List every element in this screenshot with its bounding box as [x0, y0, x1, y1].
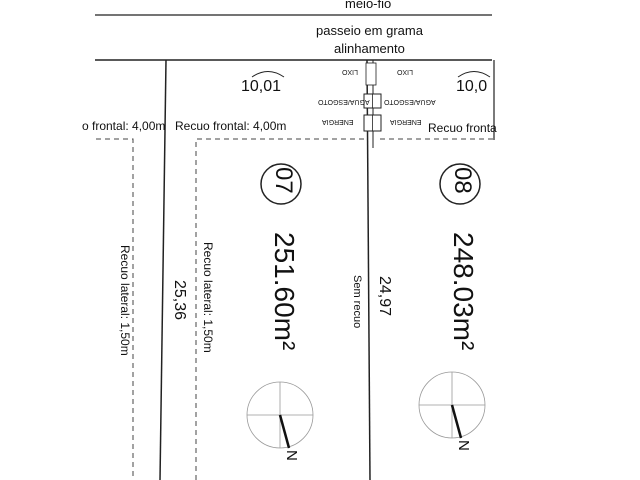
lot-08-frontage: 10,0: [456, 78, 488, 95]
left-lot-front-setback: o frontal: 4,00m: [82, 119, 166, 133]
lot-boundary-left: [159, 59, 167, 480]
lot-07-front-setback: Recuo frontal: 4,00m: [175, 119, 287, 133]
lot-07-frontage: 10,01: [241, 78, 282, 95]
north-arrow-07: [246, 381, 314, 449]
left-lot-side-setback: Recuo lateral: 1,50m: [118, 245, 132, 356]
energy-label-right: ENERGIA: [390, 118, 422, 125]
lot-07-depth-right: 24,97: [376, 276, 393, 317]
lot-07-area: 251.60m²: [269, 232, 300, 351]
lot-08-area: 248.03m²: [448, 232, 479, 351]
trash-label-left: LIXO: [342, 68, 358, 75]
lot-07-circle: [260, 163, 302, 205]
energy-label-left: ENERGIA: [322, 118, 354, 125]
lot-08-number: 08: [449, 167, 476, 194]
lot-08-circle: [439, 163, 481, 205]
north-letter-07: N: [283, 450, 300, 461]
water-label-right: AGUA/ESGOTO: [384, 98, 436, 105]
north-arrow-08: [418, 371, 486, 439]
frontage-arc-08: [457, 71, 491, 78]
water-label-left: AGUA/ESGOTO: [318, 98, 370, 105]
lot-07-no-setback: Sem recuo: [351, 275, 363, 329]
sidewalk-label: passeio em grama: [316, 23, 423, 38]
frontage-arc-07: [251, 71, 285, 78]
trash-label-right: LIXO: [397, 68, 413, 75]
north-letter-08: N: [455, 440, 472, 451]
trash-box: [365, 62, 377, 86]
alignment-label: alinhamento: [334, 41, 405, 56]
lot-07-number: 07: [270, 167, 297, 194]
lot-08-front-setback: Recuo fronta: [428, 121, 497, 135]
setback-lot-07: [195, 138, 364, 480]
setback-left-lot: [96, 138, 134, 480]
lot-07-side-setback: Recuo lateral: 1,50m: [201, 242, 215, 353]
lot-07-depth-left: 25,36: [171, 280, 188, 321]
curb-label: meio-fio: [345, 0, 392, 11]
